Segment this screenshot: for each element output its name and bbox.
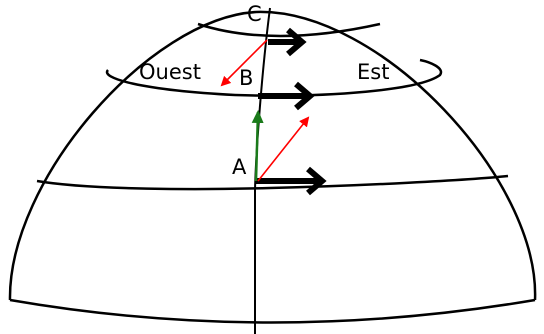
rotation-arrow-a — [255, 166, 327, 196]
label-point-a: A — [232, 155, 247, 179]
rotation-arrow-b — [258, 81, 315, 111]
hemisphere-base — [9, 298, 536, 324]
deflection-arrow-a — [257, 116, 310, 182]
hemisphere-outline — [8, 10, 537, 301]
top-cap-parallel — [197, 22, 381, 38]
label-point-c: C — [247, 2, 262, 26]
label-point-b: B — [239, 66, 253, 90]
label-east: Est — [357, 60, 389, 84]
deflection-arrow-c — [220, 39, 268, 87]
northward-arrow — [251, 110, 264, 182]
rotation-arrow-c — [268, 27, 307, 57]
label-west: Ouest — [139, 60, 201, 84]
parallel-b — [105, 58, 443, 97]
parallel-a — [36, 174, 509, 191]
